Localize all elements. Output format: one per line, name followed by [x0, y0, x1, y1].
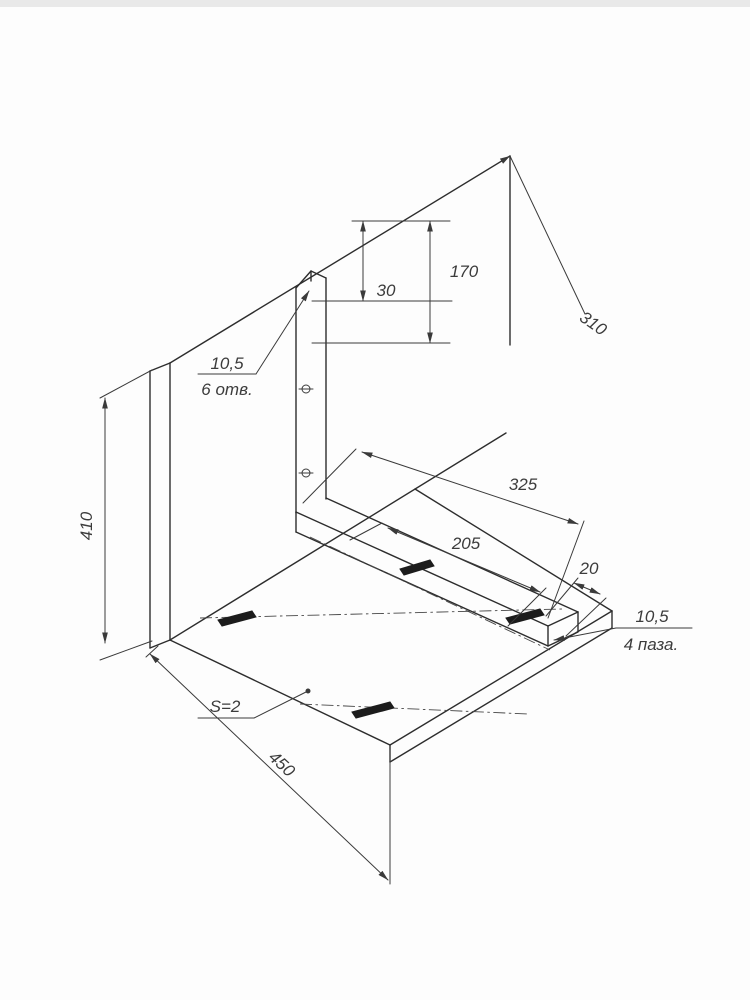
slot-diameter-label: 10,5 [635, 607, 669, 626]
vertical-arm [295, 270, 327, 514]
dimension-170: 170 [311, 220, 479, 344]
wall-plate [149, 155, 511, 649]
dim-label-310: 310 [576, 308, 611, 340]
scan-edge-artifact [0, 0, 750, 7]
hole-count-label: 6 отв. [201, 380, 252, 399]
mounting-rail [295, 497, 579, 647]
dim-label-205: 205 [451, 534, 481, 553]
dimension-410: 410 [77, 369, 153, 661]
thickness-label: S=2 [210, 697, 241, 716]
dim-label-325: 325 [509, 475, 538, 494]
thickness-callout: S=2 [197, 688, 311, 719]
dim-label-20: 20 [579, 559, 599, 578]
slot-count-label: 4 паза. [624, 635, 679, 654]
slot-callout: 10,5 4 паза. [553, 607, 693, 654]
dim-label-30: 30 [377, 281, 396, 300]
dimension-205: 205 [349, 522, 547, 627]
dimension-450: 450 [145, 645, 391, 885]
hole-callout: 10,5 6 отв. [197, 290, 310, 399]
dimension-325: 325 [302, 448, 585, 619]
dimension-310: 310 [499, 155, 611, 340]
dim-label-410: 410 [77, 511, 96, 540]
dim-label-450: 450 [265, 747, 299, 781]
dimension-20: 20 [545, 559, 607, 637]
slots [217, 559, 545, 719]
slot [505, 608, 545, 625]
centerlines [199, 536, 563, 715]
slot [351, 701, 395, 719]
hole-diameter-label: 10,5 [210, 354, 244, 373]
dim-label-170: 170 [450, 262, 479, 281]
leader-dot [305, 688, 311, 694]
dimension-30: 30 [311, 220, 453, 302]
slot [217, 610, 257, 627]
